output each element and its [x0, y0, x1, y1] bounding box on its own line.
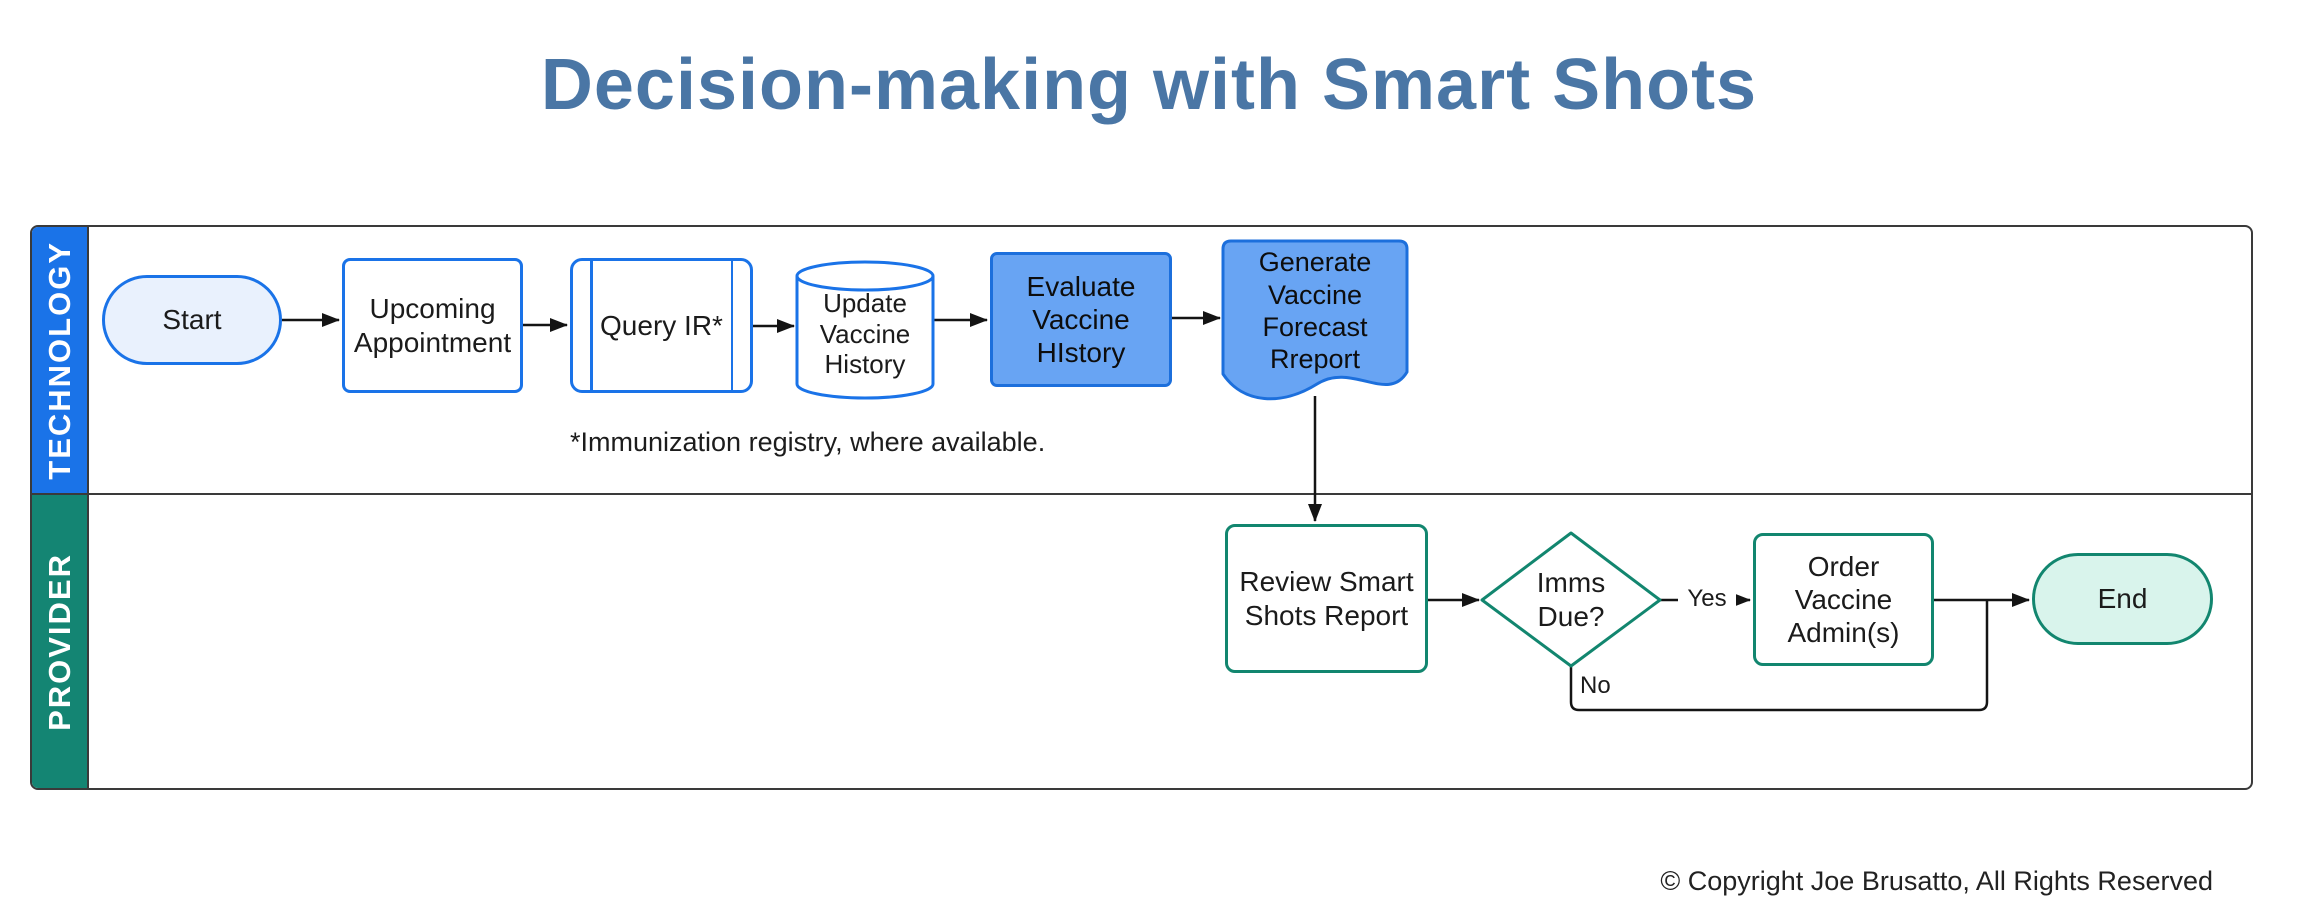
node-imms-due: Imms Due? [1482, 533, 1660, 666]
node-start-label: Start [162, 304, 222, 336]
node-end-label: End [2097, 583, 2148, 615]
node-order-vaccine-admin-label: Order Vaccine Admin(s) [1787, 550, 1900, 649]
lane-header-technology: TECHNOLOGY [32, 227, 89, 493]
node-evaluate-vaccine-history: Evaluate Vaccine HIstory [990, 252, 1172, 387]
node-review-smart-shots-label: Review Smart Shots Report [1239, 566, 1414, 631]
page-title: Decision-making with Smart Shots [540, 45, 1758, 125]
node-order-vaccine-admin: Order Vaccine Admin(s) [1753, 533, 1934, 666]
node-end: End [2032, 553, 2213, 645]
node-evaluate-vaccine-history-label: Evaluate Vaccine HIstory [1026, 270, 1136, 369]
lane-divider [31, 493, 2252, 495]
copyright-text: © Copyright Joe Brusatto, All Rights Res… [1660, 866, 2213, 896]
node-upcoming-appointment-label: Upcoming Appointment [353, 293, 512, 358]
edge-decision-no-loop [1569, 601, 1989, 712]
node-start: Start [102, 275, 282, 365]
node-query-ir-label: Query IR* [600, 309, 723, 341]
predefined-process-inner-line-left [590, 261, 593, 390]
node-query-ir: Query IR* [570, 258, 753, 393]
node-imms-due-label: Imms Due? [1536, 567, 1606, 632]
node-upcoming-appointment: Upcoming Appointment [342, 258, 523, 393]
database-shape-update-vaccine-history [795, 260, 935, 400]
node-generate-forecast-report: Generate Vaccine Forecast Rreport [1223, 243, 1407, 379]
document-shape-generate-forecast [1221, 239, 1409, 401]
footnote: *Immunization registry, where available. [570, 427, 1046, 457]
decision-shape-imms-due [1480, 531, 1662, 668]
node-update-vaccine-history-label: Update Vaccine History [819, 287, 911, 380]
node-review-smart-shots: Review Smart Shots Report [1225, 524, 1428, 673]
lane-header-provider: PROVIDER [32, 495, 89, 788]
edge-label-no: No [1580, 672, 1611, 699]
node-generate-forecast-report-label: Generate Vaccine Forecast Rreport [1258, 247, 1372, 375]
predefined-process-inner-line-right [730, 261, 733, 390]
node-update-vaccine-history: Update Vaccine History [797, 270, 933, 398]
edge-label-yes: Yes [1678, 585, 1736, 613]
